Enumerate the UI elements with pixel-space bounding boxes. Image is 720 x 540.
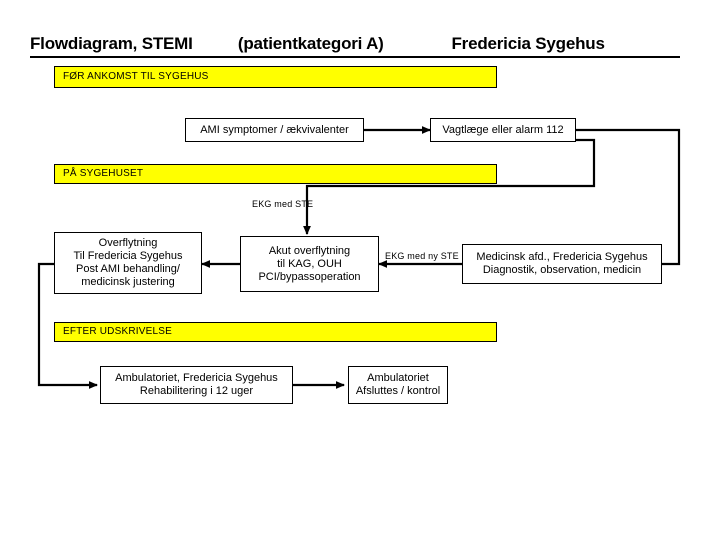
node-label: Akut overflytning til KAG, OUH PCI/bypas…	[258, 244, 361, 283]
node-ami-symptoms[interactable]: AMI symptomer / ækvivalenter	[185, 118, 364, 142]
section-band-label: FØR ANKOMST TIL SYGEHUS	[63, 71, 209, 82]
node-label: AMI symptomer / ækvivalenter	[200, 123, 349, 136]
node-label: Overflytning Til Fredericia Sygehus Post…	[73, 237, 183, 288]
edge-label-ekg-ny-ste: EKG med ny STE	[385, 251, 459, 261]
page-title: Flowdiagram, STEMI (patientkategori A) F…	[30, 34, 680, 58]
section-band-after-discharge: EFTER UDSKRIVELSE	[54, 322, 497, 342]
section-band-label: PÅ SYGEHUSET	[63, 168, 144, 179]
node-rehab-clinic[interactable]: Ambulatoriet, Fredericia Sygehus Rehabil…	[100, 366, 293, 404]
node-transfer-back[interactable]: Overflytning Til Fredericia Sygehus Post…	[54, 232, 202, 294]
node-label: Vagtlæge eller alarm 112	[442, 123, 564, 136]
node-medical-dept[interactable]: Medicinsk afd., Fredericia Sygehus Diagn…	[462, 244, 662, 284]
node-label: Ambulatoriet, Fredericia Sygehus Rehabil…	[115, 372, 278, 397]
node-acute-transfer[interactable]: Akut overflytning til KAG, OUH PCI/bypas…	[240, 236, 379, 292]
node-clinic-end[interactable]: Ambulatoriet Afsluttes / kontrol	[348, 366, 448, 404]
edge-label-ekg-ste: EKG med STE	[252, 199, 314, 209]
section-band-at-hospital: PÅ SYGEHUSET	[54, 164, 497, 184]
section-band-label: EFTER UDSKRIVELSE	[63, 326, 172, 337]
node-label: Medicinsk afd., Fredericia Sygehus Diagn…	[476, 251, 648, 276]
node-label: Ambulatoriet Afsluttes / kontrol	[355, 372, 441, 397]
section-band-before-arrival: FØR ANKOMST TIL SYGEHUS	[54, 66, 497, 88]
node-doctor-alarm[interactable]: Vagtlæge eller alarm 112	[430, 118, 576, 142]
